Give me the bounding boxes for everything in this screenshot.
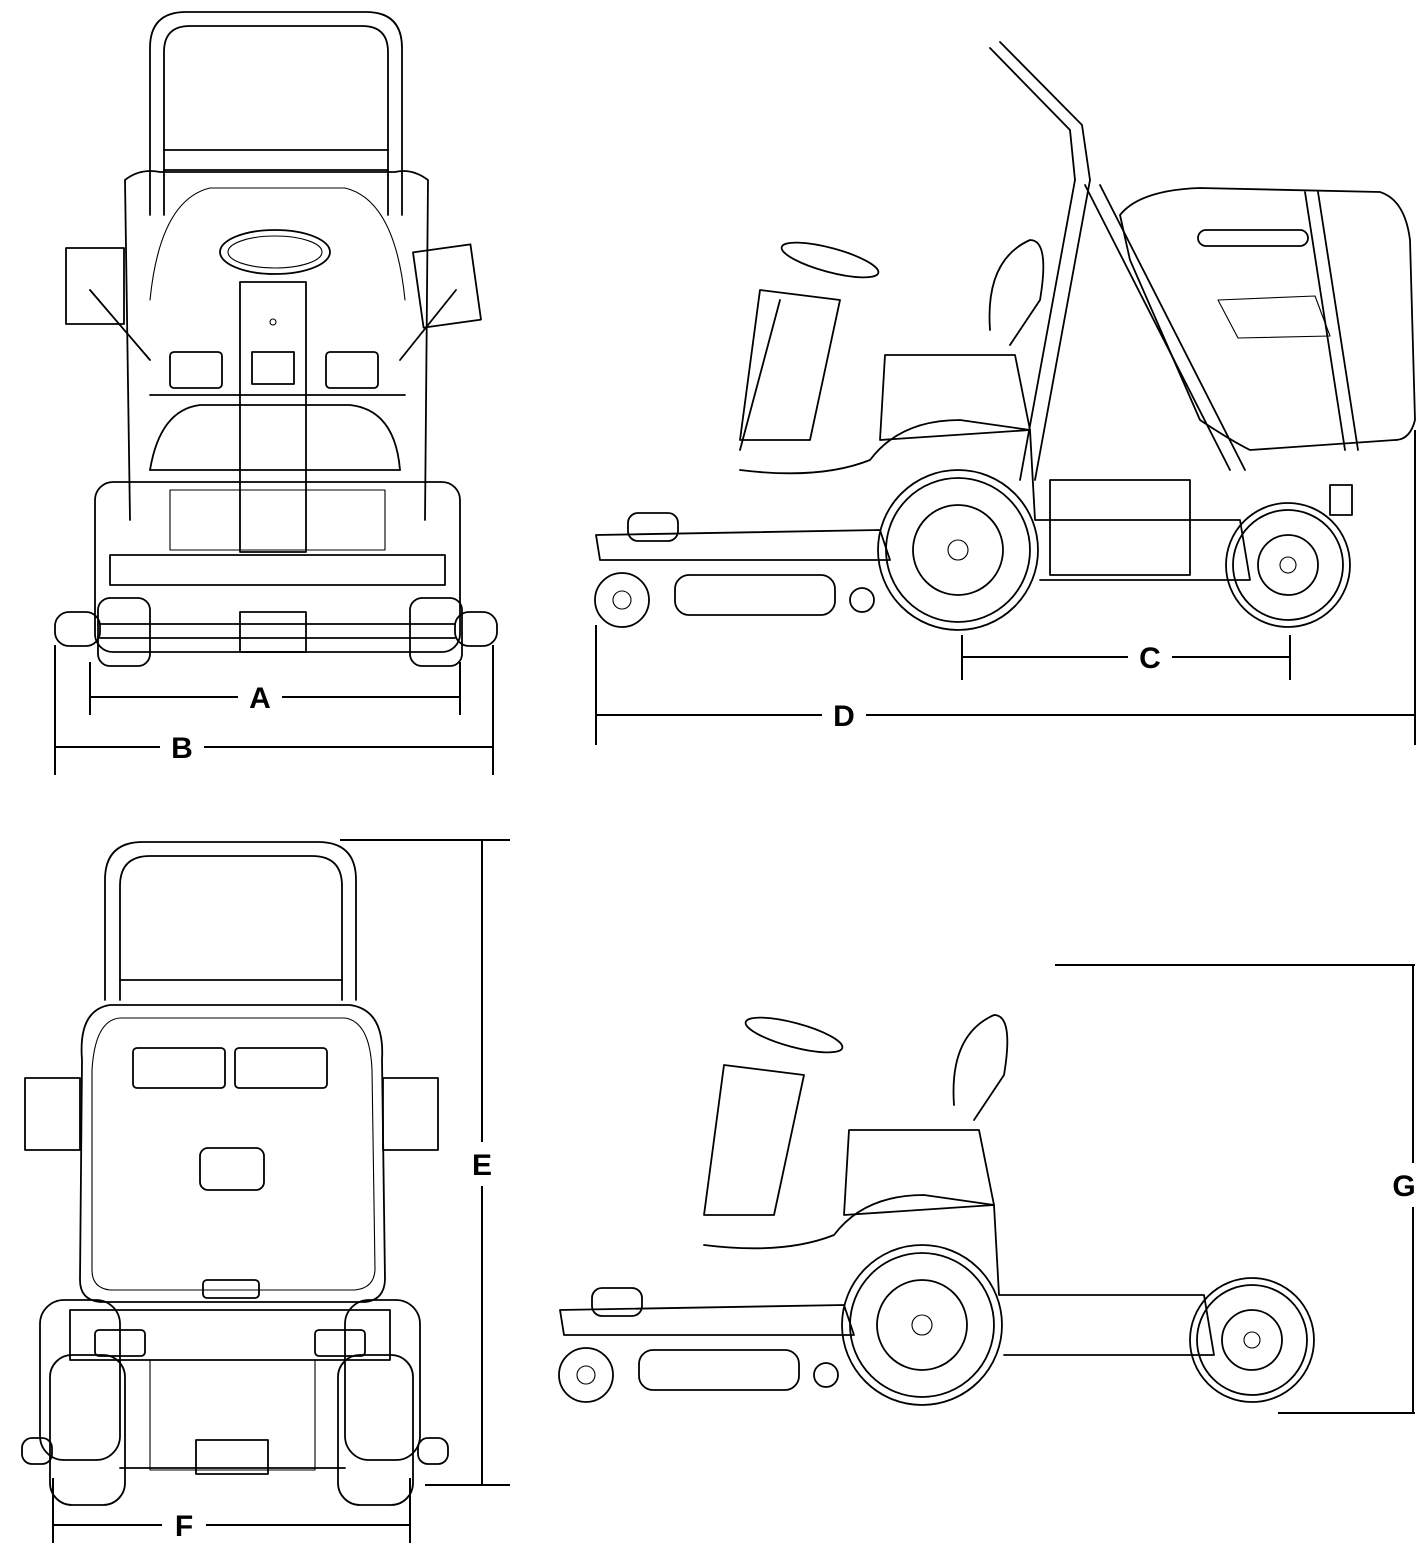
dimension-label-d: D: [833, 700, 855, 733]
rear-view: [21, 841, 449, 1506]
dimension-e: E: [340, 839, 510, 1486]
dimension-b: B: [54, 645, 494, 775]
dimension-f: F: [52, 1478, 411, 1543]
front-view: [54, 11, 498, 667]
dimension-label-b: B: [171, 732, 193, 765]
dimension-c: C: [961, 635, 1291, 680]
dimension-label-g: G: [1392, 1170, 1415, 1203]
side-view-upper: [594, 41, 1416, 631]
dimension-label-a: A: [249, 682, 271, 715]
side-view-lower-body: [558, 1014, 1315, 1406]
dimension-label-c: C: [1139, 642, 1161, 675]
dimension-g: G: [1055, 964, 1416, 1414]
dimension-a: A: [89, 662, 461, 715]
dimension-label-f: F: [175, 1510, 193, 1543]
dimension-label-e: E: [472, 1149, 492, 1182]
dimension-d: D: [595, 430, 1416, 745]
